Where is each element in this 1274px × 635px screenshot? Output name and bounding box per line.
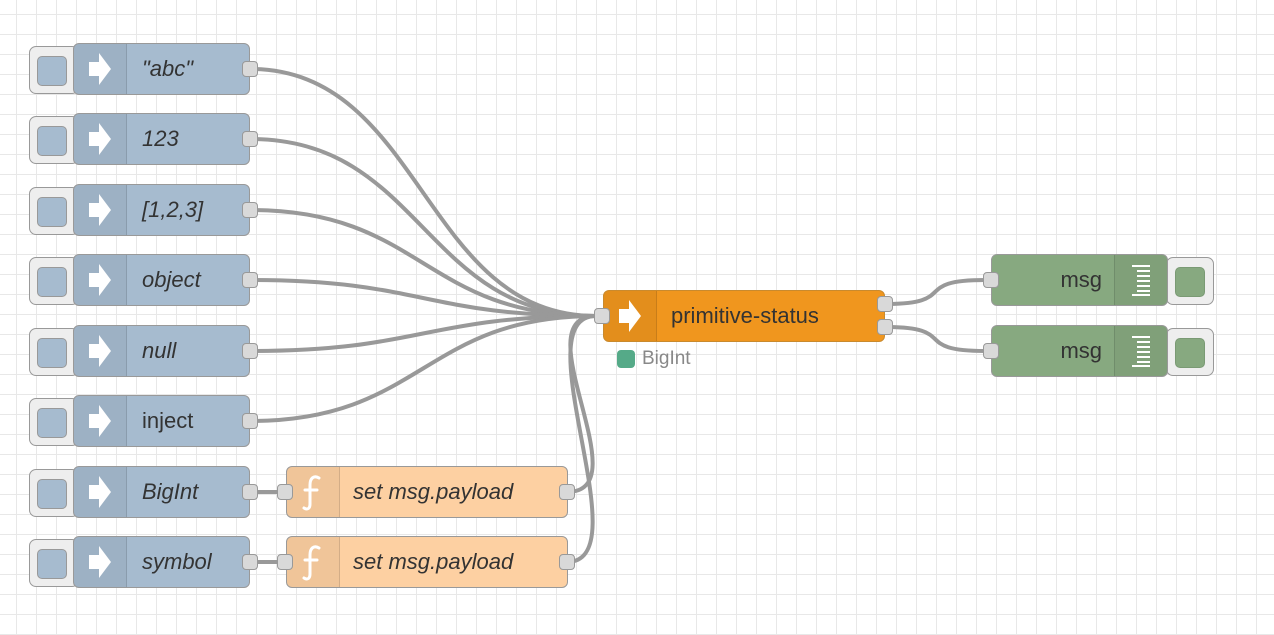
inject-trigger-button[interactable] xyxy=(29,187,79,235)
output-port-1[interactable] xyxy=(877,296,893,312)
inject-trigger-button-face[interactable] xyxy=(37,56,67,86)
status-dot xyxy=(617,350,635,368)
input-port[interactable] xyxy=(594,308,610,324)
wire[interactable] xyxy=(249,208,597,318)
output-port-2[interactable] xyxy=(877,319,893,335)
wire[interactable] xyxy=(249,278,597,318)
output-port[interactable] xyxy=(242,343,258,359)
arrow-in-icon xyxy=(74,326,127,376)
function-node[interactable]: set msg.payload xyxy=(286,536,568,588)
output-port[interactable] xyxy=(559,554,575,570)
function-node[interactable]: set msg.payload xyxy=(286,466,568,518)
arrow-in-icon xyxy=(74,467,127,517)
primitive-status-label: primitive-status xyxy=(671,303,819,328)
inject-trigger-button[interactable] xyxy=(29,328,79,376)
arrow-in-icon xyxy=(74,255,127,305)
input-port[interactable] xyxy=(277,554,293,570)
inject-node[interactable]: null xyxy=(73,325,250,377)
inject-node[interactable]: 123 xyxy=(73,113,250,165)
inject-trigger-button-face[interactable] xyxy=(37,197,67,227)
debug-node-label: msg xyxy=(1060,338,1102,363)
debug-toggle-button[interactable] xyxy=(1166,257,1214,305)
inject-node-label: null xyxy=(142,338,177,363)
wire[interactable] xyxy=(566,314,597,564)
inject-node-label: inject xyxy=(142,408,194,433)
arrow-in-icon xyxy=(604,291,657,341)
wire[interactable] xyxy=(249,314,597,353)
debug-node[interactable]: msg xyxy=(991,325,1168,377)
debug-toggle-button-face[interactable] xyxy=(1175,267,1205,297)
inject-trigger-button[interactable] xyxy=(29,398,79,446)
inject-trigger-button-face[interactable] xyxy=(37,126,67,156)
inject-node[interactable]: object xyxy=(73,254,250,306)
output-port[interactable] xyxy=(242,61,258,77)
inject-trigger-button[interactable] xyxy=(29,469,79,517)
inject-node-label: [1,2,3] xyxy=(142,197,204,222)
wire[interactable] xyxy=(884,278,986,306)
output-port[interactable] xyxy=(242,413,258,429)
inject-trigger-button[interactable] xyxy=(29,46,79,94)
inject-trigger-button[interactable] xyxy=(29,116,79,164)
debug-list-icon xyxy=(1114,326,1167,376)
wire[interactable] xyxy=(249,137,597,318)
inject-node[interactable]: BigInt xyxy=(73,466,250,518)
debug-node-label: msg xyxy=(1060,267,1102,292)
input-port[interactable] xyxy=(983,343,999,359)
inject-node-label: 123 xyxy=(142,126,179,151)
inject-node[interactable]: inject xyxy=(73,395,250,447)
inject-trigger-button[interactable] xyxy=(29,539,79,587)
inject-trigger-button[interactable] xyxy=(29,257,79,305)
arrow-in-icon xyxy=(74,185,127,235)
input-port[interactable] xyxy=(277,484,293,500)
output-port[interactable] xyxy=(242,554,258,570)
function-icon xyxy=(287,467,340,517)
inject-node[interactable]: symbol xyxy=(73,536,250,588)
inject-trigger-button-face[interactable] xyxy=(37,408,67,438)
debug-toggle-button-face[interactable] xyxy=(1175,338,1205,368)
inject-node[interactable]: "abc" xyxy=(73,43,250,95)
primitive-status-node[interactable]: primitive-status xyxy=(603,290,885,342)
inject-node-label: object xyxy=(142,267,201,292)
debug-node[interactable]: msg xyxy=(991,254,1168,306)
output-port[interactable] xyxy=(559,484,575,500)
function-icon xyxy=(287,537,340,587)
function-node-label: set msg.payload xyxy=(353,479,514,504)
inject-trigger-button-face[interactable] xyxy=(37,549,67,579)
output-port[interactable] xyxy=(242,484,258,500)
arrow-in-icon xyxy=(74,537,127,587)
function-node-label: set msg.payload xyxy=(353,549,514,574)
output-port[interactable] xyxy=(242,131,258,147)
arrow-in-icon xyxy=(74,396,127,446)
wire[interactable] xyxy=(249,67,597,318)
wire[interactable] xyxy=(884,325,986,353)
node-status-text: BigInt xyxy=(642,348,691,369)
inject-node-label: BigInt xyxy=(142,479,199,504)
inject-node[interactable]: [1,2,3] xyxy=(73,184,250,236)
debug-toggle-button[interactable] xyxy=(1166,328,1214,376)
inject-trigger-button-face[interactable] xyxy=(37,267,67,297)
input-port[interactable] xyxy=(983,272,999,288)
node-status: BigInt xyxy=(617,348,691,370)
wire[interactable] xyxy=(249,314,597,423)
arrow-in-icon xyxy=(74,114,127,164)
debug-list-icon xyxy=(1114,255,1167,305)
output-port[interactable] xyxy=(242,202,258,218)
output-port[interactable] xyxy=(242,272,258,288)
arrow-in-icon xyxy=(74,44,127,94)
inject-node-label: symbol xyxy=(142,549,212,574)
inject-trigger-button-face[interactable] xyxy=(37,338,67,368)
inject-node-label: "abc" xyxy=(142,56,194,81)
inject-trigger-button-face[interactable] xyxy=(37,479,67,509)
